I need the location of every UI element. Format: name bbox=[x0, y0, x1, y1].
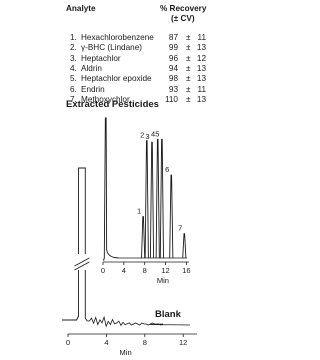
table-row: 2. γ-BHC (Lindane) 99 ±13 bbox=[0, 43, 270, 53]
row-number: 3. bbox=[70, 53, 77, 63]
plus-minus: ± bbox=[186, 63, 191, 73]
x-tick-label: 0 bbox=[101, 266, 105, 275]
peak-5 bbox=[159, 138, 164, 259]
axis-break bbox=[74, 257, 90, 267]
peak-label: 2 bbox=[140, 131, 144, 140]
recovery-value: 98 bbox=[168, 74, 178, 84]
axis-break bbox=[74, 261, 90, 271]
analyte-header: Analyte bbox=[66, 4, 96, 13]
peak-label: 3 bbox=[145, 132, 149, 141]
solvent-peak-top bbox=[78, 167, 86, 254]
analyte-name: Aldrin bbox=[81, 63, 102, 73]
x-tick-label: 16 bbox=[182, 266, 190, 275]
plus-minus: ± bbox=[186, 94, 191, 104]
x-axis-label: Min bbox=[120, 348, 132, 357]
cv-value: 13 bbox=[196, 63, 206, 73]
recovery-value: 94 bbox=[168, 63, 178, 73]
recovery-value: 110 bbox=[164, 94, 178, 104]
plus-minus: ± bbox=[186, 53, 191, 63]
table-row: 3. Heptachlor 96 ±12 bbox=[0, 54, 270, 64]
recovery-value: 96 bbox=[168, 53, 178, 63]
x-tick-label: 4 bbox=[122, 266, 126, 275]
blank-label: Blank bbox=[155, 309, 181, 320]
blank-baseline bbox=[87, 315, 191, 328]
recovery-value: 99 bbox=[168, 43, 178, 53]
solvent-peak-left bbox=[62, 270, 80, 321]
analyte-name: Hexachlorobenzene bbox=[81, 33, 154, 42]
peak-4 bbox=[155, 138, 160, 259]
analyte-name: Methoxychlor bbox=[81, 94, 130, 104]
plus-minus: ± bbox=[186, 84, 191, 94]
cv-value: 13 bbox=[196, 94, 206, 104]
row-number: 1. bbox=[70, 33, 77, 42]
cv-value: 11 bbox=[197, 33, 207, 42]
table-row: 4. Aldrin 94 ±13 bbox=[0, 64, 270, 74]
plus-minus: ± bbox=[186, 74, 191, 84]
solvent-peak bbox=[103, 117, 119, 261]
table-row: 6. Endrin 93 ±11 bbox=[0, 85, 270, 95]
recovery-value: 87 bbox=[168, 33, 178, 42]
analyte-name: γ-BHC (Lindane) bbox=[81, 43, 142, 53]
cv-value: 11 bbox=[197, 84, 207, 94]
analyte-name: Heptachlor epoxide bbox=[81, 74, 152, 84]
row-number: 5. bbox=[70, 74, 77, 84]
peak-2 bbox=[144, 140, 149, 259]
plus-minus: ± bbox=[186, 33, 191, 42]
x-tick-label: 4 bbox=[104, 338, 108, 347]
peak-3 bbox=[149, 141, 155, 259]
cv-header: (± CV) bbox=[171, 14, 195, 23]
peak-6 bbox=[169, 174, 174, 259]
analyte-name: Heptachlor bbox=[81, 53, 121, 63]
row-number: 6. bbox=[70, 84, 77, 94]
peak-label: 7 bbox=[178, 224, 182, 233]
chart-title: Extracted Pesticides bbox=[66, 99, 159, 110]
recovery-header: % Recovery bbox=[160, 4, 207, 13]
x-tick-label: 12 bbox=[179, 338, 187, 347]
x-axis-label: Min bbox=[157, 276, 169, 285]
plus-minus: ± bbox=[186, 43, 191, 53]
cv-value: 13 bbox=[196, 74, 206, 84]
peak-label: 5 bbox=[155, 129, 159, 138]
peak-1 bbox=[141, 216, 146, 259]
cv-value: 12 bbox=[196, 53, 206, 63]
peak-label: 6 bbox=[165, 165, 169, 174]
x-tick-label: 12 bbox=[161, 266, 169, 275]
cv-value: 13 bbox=[196, 43, 206, 53]
table-row: 7. Methoxychlor 110 ±13 bbox=[0, 95, 270, 105]
x-tick-label: 8 bbox=[143, 338, 147, 347]
solvent-peak-right bbox=[84, 270, 88, 322]
recovery-value: 93 bbox=[168, 84, 178, 94]
x-tick-label: 8 bbox=[143, 266, 147, 275]
x-tick-label: 0 bbox=[66, 338, 70, 347]
row-number: 7. bbox=[70, 94, 77, 104]
row-number: 4. bbox=[70, 63, 77, 73]
table-row: 5. Heptachlor epoxide 98 ±13 bbox=[0, 74, 270, 84]
table-row: 1. Hexachlorobenzene 87 ±11 bbox=[0, 33, 270, 43]
peak-label: 1 bbox=[137, 207, 141, 216]
peak-label: 4 bbox=[151, 129, 155, 138]
analyte-name: Endrin bbox=[81, 84, 105, 94]
peak-7 bbox=[182, 233, 187, 259]
row-number: 2. bbox=[70, 43, 77, 53]
